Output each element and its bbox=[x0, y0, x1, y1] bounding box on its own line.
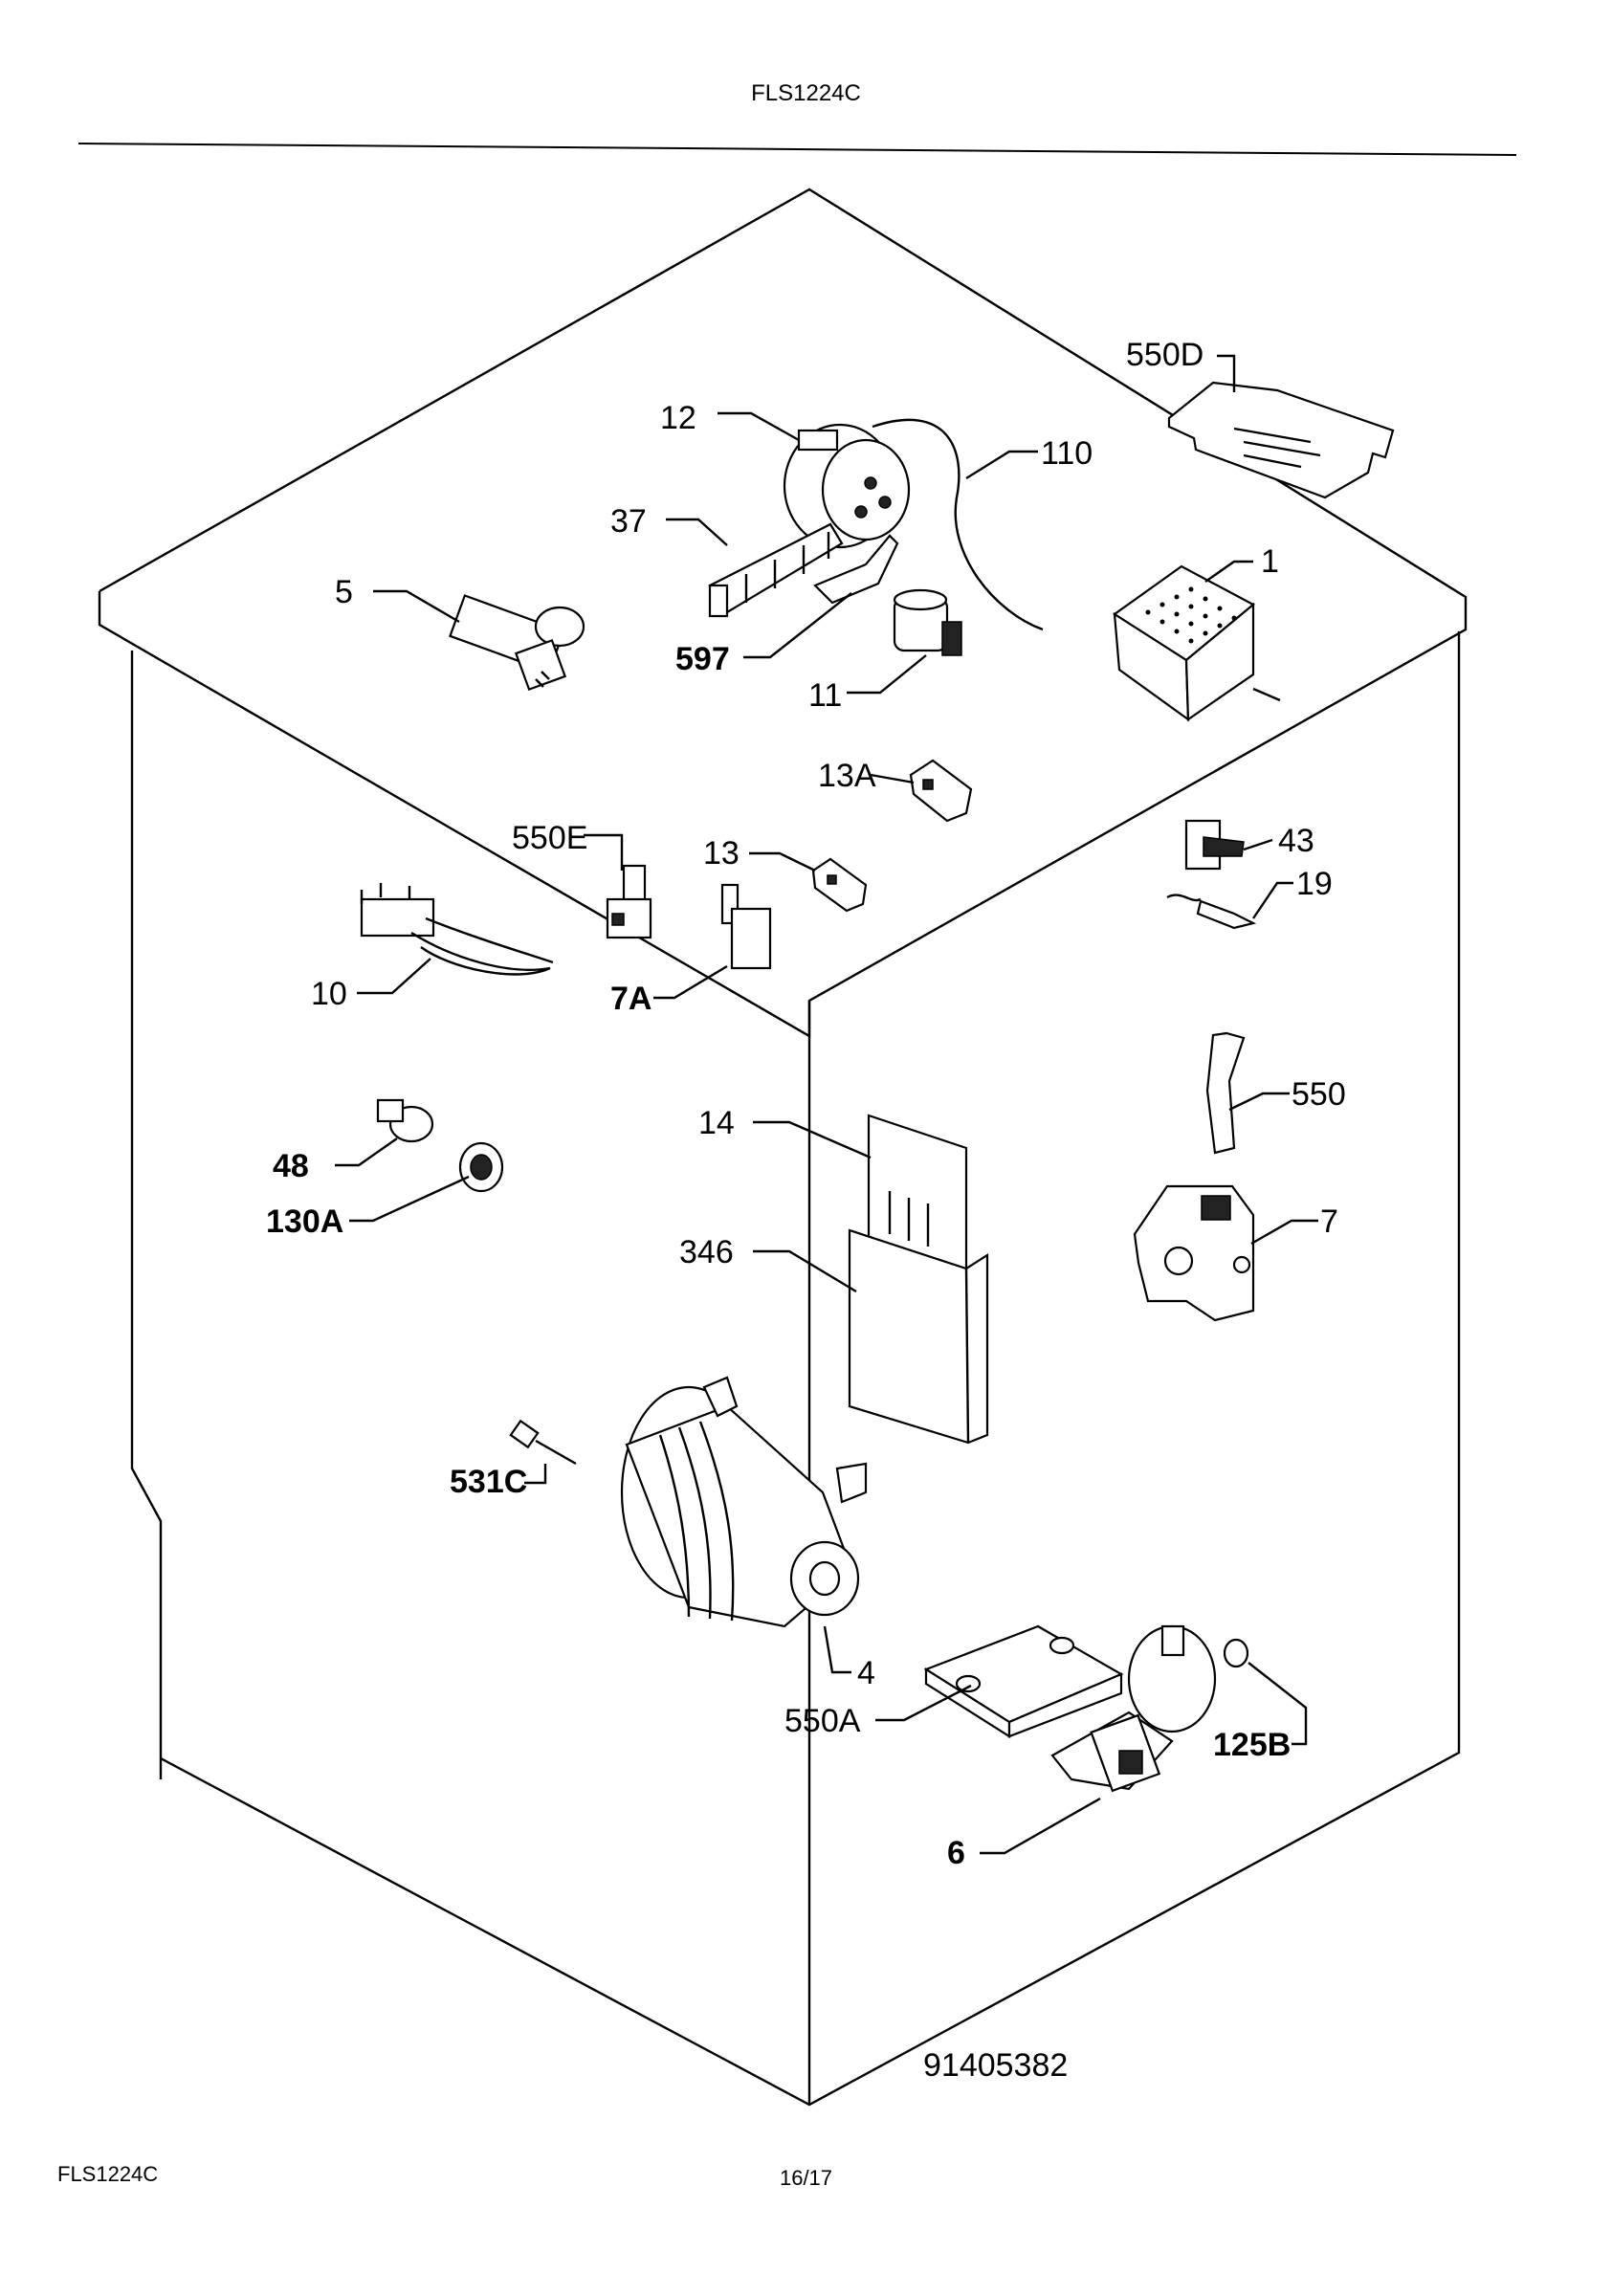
label-6: 6 bbox=[947, 1835, 965, 1871]
part-14-label-plate bbox=[867, 1114, 968, 1274]
page-header-model: FLS1224C bbox=[751, 80, 861, 106]
part-5-water-valve bbox=[449, 594, 585, 692]
label-14: 14 bbox=[698, 1105, 735, 1141]
part-48-indicator-lamp bbox=[376, 1098, 434, 1143]
part-37-terminal-block bbox=[708, 522, 844, 618]
part-43-switch bbox=[1184, 819, 1245, 871]
label-48: 48 bbox=[273, 1148, 309, 1184]
footer-page-number: 16/17 bbox=[779, 2166, 833, 2190]
label-12: 12 bbox=[660, 400, 696, 436]
label-346: 346 bbox=[679, 1234, 734, 1270]
label-7a: 7A bbox=[610, 981, 651, 1017]
label-11: 11 bbox=[808, 677, 842, 714]
part-13-connector bbox=[811, 857, 868, 913]
part-550d-cover bbox=[1167, 381, 1395, 499]
part-13a-connector bbox=[909, 759, 973, 823]
label-10: 10 bbox=[311, 976, 347, 1012]
part-6-drain-pump bbox=[1050, 1624, 1217, 1793]
label-13a: 13A bbox=[818, 758, 876, 794]
cabinet-outline bbox=[98, 188, 1468, 2107]
label-110: 110 bbox=[1041, 435, 1093, 472]
part-130a-nut bbox=[458, 1141, 504, 1193]
label-125b: 125B bbox=[1213, 1727, 1291, 1763]
part-346-housing bbox=[848, 1228, 989, 1445]
part-labels: 550D 12 110 37 5 597 11 1 13A 550E 13 43… bbox=[266, 337, 1346, 2084]
leader-lines bbox=[335, 354, 1318, 1855]
part-4-motor bbox=[620, 1376, 868, 1628]
label-531c: 531C bbox=[450, 1464, 527, 1500]
part-11-capacitor bbox=[893, 588, 962, 656]
part-7a-microswitch bbox=[720, 883, 772, 970]
label-130a: 130A bbox=[266, 1203, 343, 1240]
drawing-number: 91405382 bbox=[923, 2047, 1068, 2084]
label-4: 4 bbox=[857, 1655, 875, 1691]
part-550a-cover bbox=[923, 1624, 1124, 1738]
label-37: 37 bbox=[610, 503, 647, 540]
label-597: 597 bbox=[675, 641, 730, 677]
label-550: 550 bbox=[1292, 1076, 1346, 1113]
label-43: 43 bbox=[1278, 823, 1314, 859]
label-550e: 550E bbox=[512, 820, 587, 856]
part-19-temperature-sensor bbox=[1166, 894, 1257, 930]
header-rule bbox=[77, 143, 1517, 156]
part-550-door-lever bbox=[1205, 1031, 1246, 1155]
label-5: 5 bbox=[335, 574, 353, 610]
label-13: 13 bbox=[703, 835, 740, 872]
part-125b-gasket bbox=[1223, 1638, 1249, 1668]
part-1-programme-timer bbox=[1113, 564, 1281, 722]
part-10-heating-element bbox=[360, 883, 554, 976]
label-7: 7 bbox=[1320, 1203, 1338, 1240]
part-597-bracket bbox=[813, 534, 899, 605]
part-550e-clip bbox=[606, 864, 652, 939]
label-550d: 550D bbox=[1126, 337, 1203, 373]
part-110-hose bbox=[872, 418, 1044, 631]
part-12-pressure-switch bbox=[783, 423, 911, 549]
label-550a: 550A bbox=[784, 1703, 861, 1739]
part-7-door-lock bbox=[1133, 1184, 1255, 1322]
label-19: 19 bbox=[1296, 866, 1333, 902]
part-531c-screw bbox=[509, 1419, 577, 1466]
footer-model: FLS1224C bbox=[57, 2162, 159, 2186]
label-1: 1 bbox=[1261, 543, 1279, 580]
